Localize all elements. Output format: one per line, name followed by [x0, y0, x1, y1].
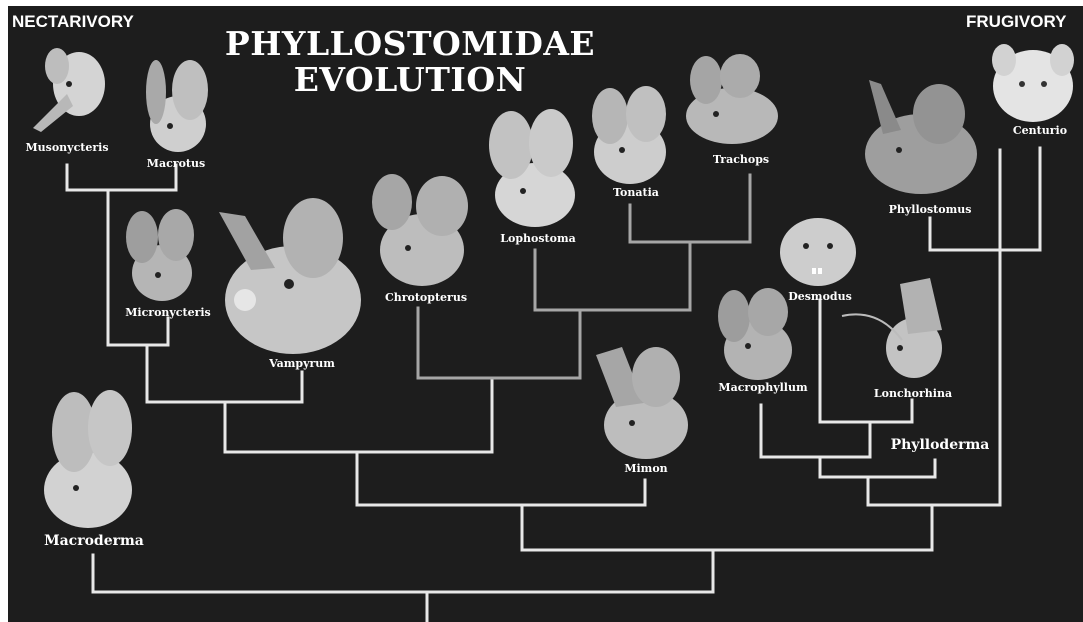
taxon-label-macrotus: Macrotus: [147, 157, 205, 170]
macroderma-image: [40, 388, 140, 530]
branch-lophostoma: [535, 242, 690, 310]
vampyrum-image: [215, 196, 365, 356]
centurio-image: [990, 40, 1076, 124]
branch-main-split: [522, 505, 932, 550]
branch-root: [93, 550, 713, 592]
lophostoma-image: [485, 105, 579, 229]
title-line-2: EVOLUTION: [205, 62, 615, 98]
lonchorhina-image: [838, 278, 948, 382]
taxon-label-centurio: Centurio: [1013, 124, 1067, 137]
branch-chrotopterus-clade: [225, 378, 492, 452]
branch-macrophyllum-phylloderma: [761, 405, 870, 457]
taxon-label-trachops: Trachops: [713, 153, 769, 166]
taxon-label-desmodus: Desmodus: [788, 290, 852, 303]
taxon-label-phyllostomus: Phyllostomus: [889, 203, 972, 216]
branch-phylloderma-join: [820, 457, 935, 477]
taxon-label-micronycteris: Micronycteris: [125, 306, 211, 319]
macrophyllum-image: [712, 286, 798, 382]
micronycteris-image: [122, 205, 202, 305]
taxon-label-macroderma: Macroderma: [44, 533, 144, 549]
nectarivory-label: NECTARIVORY: [12, 12, 134, 32]
frugivory-label: FRUGIVORY: [966, 12, 1066, 32]
taxon-label-chrotopterus: Chrotopterus: [385, 291, 467, 304]
taxon-label-phylloderma: Phylloderma: [891, 437, 990, 453]
tonatia-image: [588, 86, 670, 186]
diagram-title: PHYLLOSTOMIDAE EVOLUTION: [205, 26, 615, 98]
branch-chrotopterus-join: [418, 308, 580, 378]
trachops-image: [676, 54, 784, 146]
taxon-label-mimon: Mimon: [624, 462, 667, 475]
taxon-label-macrophyllum: Macrophyllum: [718, 381, 807, 394]
phyllostomus-image: [855, 78, 980, 198]
taxon-label-musonycteris: Musonycteris: [25, 141, 108, 154]
chrotopterus-image: [368, 172, 474, 288]
title-line-1: PHYLLOSTOMIDAE: [205, 26, 615, 62]
taxon-label-lonchorhina: Lonchorhina: [874, 387, 952, 400]
taxon-label-vampyrum: Vampyrum: [269, 357, 335, 370]
taxon-label-lophostoma: Lophostoma: [500, 232, 575, 245]
macrotus-image: [140, 56, 212, 156]
mimon-image: [592, 345, 700, 463]
musonycteris-image: [27, 44, 107, 140]
taxon-label-tonatia: Tonatia: [613, 186, 659, 199]
